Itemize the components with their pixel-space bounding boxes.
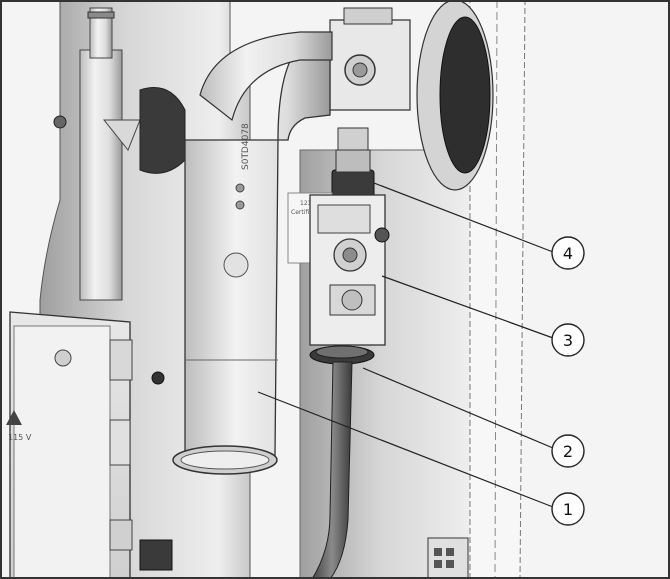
pipe-outlet bbox=[180, 450, 270, 470]
left-screw bbox=[53, 115, 67, 129]
callout-circle bbox=[551, 492, 585, 526]
connector-pin bbox=[446, 548, 454, 556]
flange-gasket bbox=[439, 16, 491, 174]
bottom-connector bbox=[427, 537, 469, 579]
pipe-dot bbox=[235, 200, 245, 210]
panel-connector bbox=[109, 339, 133, 381]
callout-4: 4 bbox=[551, 236, 585, 270]
block-port-inner bbox=[352, 62, 368, 78]
pipe-code-label: S0TD4078 bbox=[241, 123, 251, 170]
elbow-bend bbox=[199, 31, 333, 122]
cone-fitting bbox=[102, 119, 141, 151]
panel-bracket bbox=[109, 419, 131, 466]
callout-1: 1 bbox=[551, 492, 585, 526]
valve-label-2: Certified bbox=[291, 209, 317, 216]
bottom-flange-face bbox=[315, 345, 369, 359]
grommet bbox=[151, 371, 165, 385]
valve-label-1: 123 bbox=[300, 200, 312, 207]
leader-line-3 bbox=[381, 275, 554, 339]
warning-triangle-icon bbox=[6, 410, 22, 425]
hex-nut bbox=[331, 169, 375, 199]
solenoid-port bbox=[341, 289, 363, 311]
callout-circle bbox=[551, 323, 585, 357]
leader-line-1 bbox=[257, 391, 554, 508]
nut-collar bbox=[335, 149, 371, 173]
black-bracket bbox=[139, 87, 186, 174]
side-connector bbox=[374, 227, 390, 243]
control-box-screw bbox=[54, 349, 72, 367]
panel-latch bbox=[109, 519, 133, 551]
callout-2: 2 bbox=[551, 434, 585, 468]
valve-knob-center bbox=[342, 247, 358, 263]
certification-badge bbox=[223, 252, 249, 278]
callout-number: 2 bbox=[563, 442, 573, 461]
connector-pin bbox=[434, 548, 442, 556]
panel-dashed-line bbox=[494, 0, 498, 579]
callout-number: 3 bbox=[563, 331, 573, 350]
top-block-cap bbox=[343, 7, 393, 25]
leader-line-4 bbox=[373, 182, 554, 253]
callout-number: 1 bbox=[563, 500, 573, 519]
pipe-dot bbox=[235, 183, 245, 193]
callout-circle bbox=[551, 236, 585, 270]
tube-top-fitting bbox=[89, 7, 113, 59]
gas-hose bbox=[311, 361, 353, 579]
union-fitting bbox=[337, 127, 369, 154]
tube-nut bbox=[87, 11, 115, 19]
connector-pin bbox=[446, 560, 454, 568]
valve-top-section bbox=[317, 204, 371, 234]
panel-voltage-label: 115 V bbox=[8, 433, 32, 442]
control-box-cover bbox=[13, 325, 111, 579]
vertical-tube bbox=[79, 49, 123, 301]
callout-3: 3 bbox=[551, 323, 585, 357]
callout-number: 4 bbox=[563, 244, 573, 263]
callout-circle bbox=[551, 434, 585, 468]
leader-line-2 bbox=[362, 367, 554, 449]
wire-connector bbox=[139, 539, 173, 571]
connector-pin bbox=[434, 560, 442, 568]
